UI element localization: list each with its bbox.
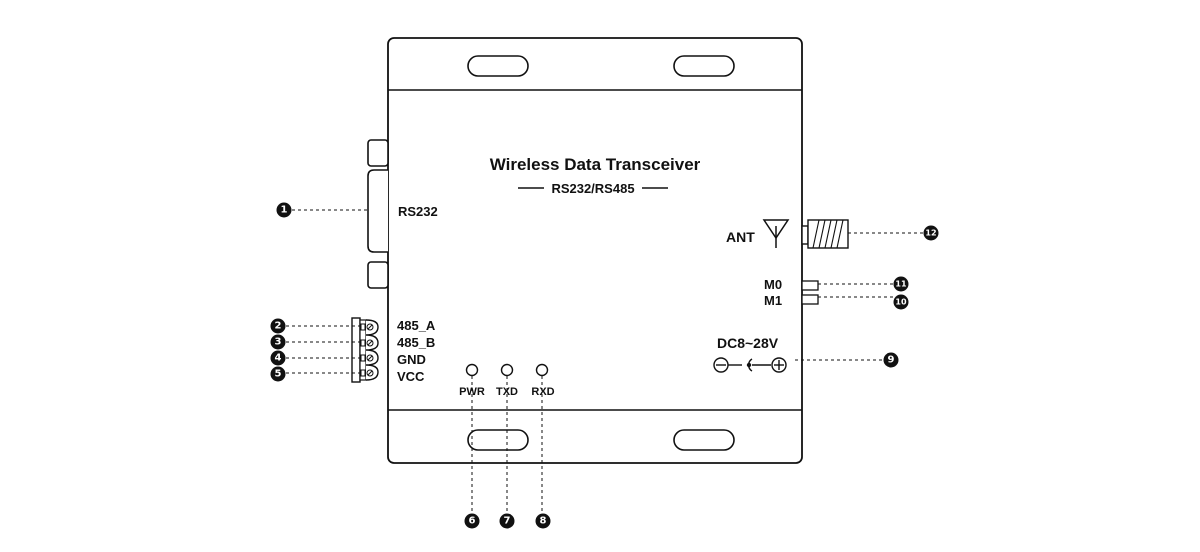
callout-4: 4 [270,350,286,366]
device-enclosure [387,37,803,464]
svg-text:2: 2 [275,321,282,332]
m0-pin [801,280,819,291]
rs232-mount-tab-bottom [367,261,389,289]
mounting-slot-bottom-right [673,429,735,451]
svg-text:12: 12 [925,229,936,238]
led-rxd [535,363,549,377]
callout-8: 8 [535,513,551,529]
terminal-slot [360,354,366,362]
leader-lines [286,209,923,512]
svg-text:6: 6 [469,516,476,527]
svg-text:9: 9 [888,355,895,366]
callout-12: 12 [923,225,939,241]
mounting-slot-bottom-left [467,429,529,451]
led-txd [500,363,514,377]
ant-label: ANT [726,229,755,245]
svg-text:10: 10 [895,298,907,307]
callout-2: 2 [270,318,286,334]
m1-pin [801,294,819,305]
m0-label: M0 [764,277,782,292]
rs232-mount-tab-top [367,139,389,167]
terminal-label-gnd: GND [397,352,426,367]
callout-10: 10 [893,294,909,310]
terminal-slot [360,339,366,347]
terminal-label-485a: 485_A [397,318,436,333]
device-title: Wireless Data Transceiver [490,155,701,174]
svg-text:8: 8 [540,516,547,527]
mounting-slot-top-left [467,55,529,77]
svg-text:1: 1 [281,205,288,216]
led-label-txd: TXD [496,386,518,398]
callout-3: 3 [270,334,286,350]
terminal-label-485b: 485_B [397,335,435,350]
device-subtitle: RS232/RS485 [551,181,634,196]
callout-6: 6 [464,513,480,529]
svg-text:7: 7 [504,516,511,527]
svg-text:3: 3 [275,337,282,348]
terminal-label-vcc: VCC [397,369,425,384]
led-label-pwr: PWR [459,386,485,398]
rs232-connector-shell [367,169,388,253]
terminal-slot [360,323,366,331]
power-label: DC8~28V [717,335,779,351]
led-label-rxd: RXD [531,386,554,398]
terminal-screw-slot [367,324,373,330]
terminal-screw-slot [367,370,373,376]
led-pwr [465,363,479,377]
terminal-slot [360,369,366,377]
callout-11: 11 [893,276,909,292]
terminal-screw-slot [367,340,373,346]
dc-polarity-icon [713,357,787,373]
mounting-slot-top-right [673,55,735,77]
svg-text:11: 11 [895,280,907,289]
terminal-screw-slot [367,355,373,361]
rs232-label: RS232 [398,204,438,219]
svg-text:5: 5 [275,369,282,380]
antenna-icon [762,219,790,248]
m1-label: M1 [764,293,782,308]
callout-1: 1 [276,202,292,218]
callout-5: 5 [270,366,286,382]
callout-7: 7 [499,513,515,529]
callout-9: 9 [883,352,899,368]
sma-connector [801,219,849,249]
svg-text:4: 4 [275,353,282,364]
